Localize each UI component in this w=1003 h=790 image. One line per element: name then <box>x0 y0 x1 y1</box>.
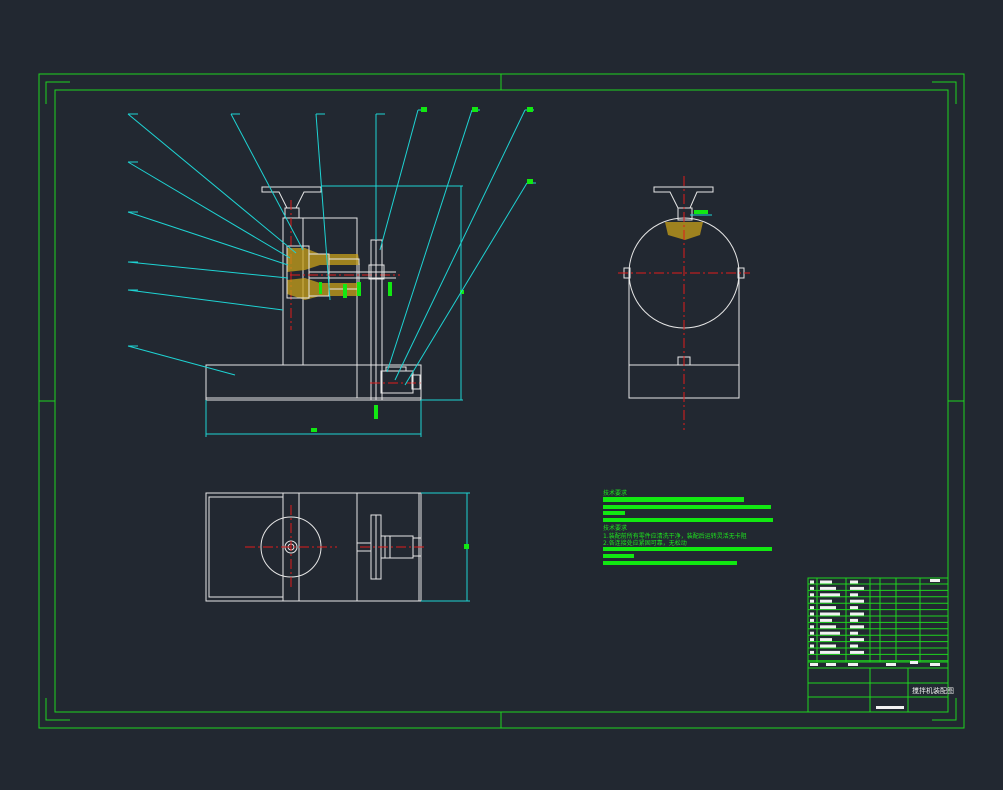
technical-notes: 技术要求 技术要求 1.装配前所有零件应清洗干净，装配后运转灵活无卡阻 2.各连… <box>603 489 773 565</box>
notes-line-1: 1.装配前所有零件应清洗干净，装配后运转灵活无卡阻 <box>603 532 747 540</box>
section-hatch-upper <box>287 248 360 272</box>
drawing-frame <box>38 73 965 729</box>
notes-heading-2: 技术要求 <box>603 524 627 532</box>
front-section-view <box>127 107 536 437</box>
notes-line-2: 2.各连接处应紧固可靠，无松动 <box>603 539 687 547</box>
section-hatch-lower <box>287 278 360 300</box>
title-block: 搅拌机装配图 <box>807 577 954 713</box>
side-view <box>618 176 750 430</box>
drawing-title: 搅拌机装配图 <box>912 686 954 695</box>
leader-lines <box>127 107 536 386</box>
top-view <box>205 492 470 602</box>
notes-heading-1: 技术要求 <box>603 489 627 497</box>
